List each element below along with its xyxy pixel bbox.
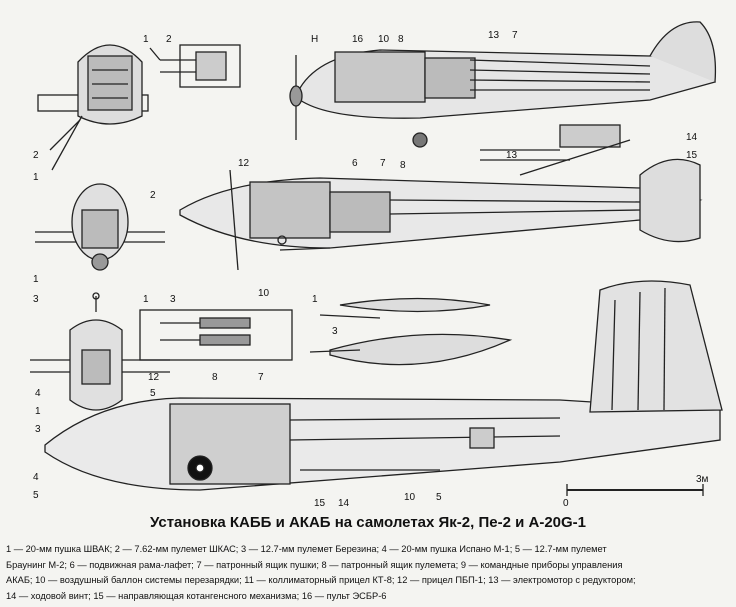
callout: 8 xyxy=(400,160,406,171)
callout: 3 xyxy=(332,326,338,337)
callout: 3 xyxy=(170,294,176,305)
callout: 2 xyxy=(150,190,156,201)
gun-pods xyxy=(309,297,513,366)
gun-mount-inset xyxy=(149,44,241,88)
motor-screw-detail xyxy=(480,124,631,176)
callout: 14 xyxy=(686,132,698,143)
figure-title: Установка КАББ и АКАБ на самолетах Як-2,… xyxy=(149,514,587,531)
legend-line: 1 — 20-мм пушка ШВАК; 2 — 7.62-мм пулеме… xyxy=(6,544,607,554)
callout: 10 xyxy=(378,34,390,45)
callout: 5 xyxy=(33,490,39,501)
a20-side-view xyxy=(44,280,723,491)
callout: 15 xyxy=(314,498,326,509)
callout: 12 xyxy=(238,158,250,169)
callout: 1 xyxy=(33,274,39,285)
callout: 8 xyxy=(398,34,404,45)
yak-side-view xyxy=(289,21,717,148)
callout: 1 xyxy=(143,34,149,45)
callout: 13 xyxy=(506,150,518,161)
legend-line: 14 — ходовой винт; 15 — направляющая кот… xyxy=(6,590,387,601)
a20-front-view xyxy=(30,292,170,411)
callout: Н xyxy=(311,34,318,45)
callout: 1 xyxy=(33,172,39,183)
pe2-front-view xyxy=(35,183,165,271)
legend-line: АКАБ; 10 — воздушный баллон системы пере… xyxy=(6,575,636,585)
callout: 7 xyxy=(512,30,518,41)
scale-bar xyxy=(566,484,704,496)
callout: 8 xyxy=(212,372,218,383)
pe2-side-view xyxy=(179,158,703,271)
scale-zero-label: 0 xyxy=(563,498,569,509)
legend-line: Браунинг М-2; 6 — подвижная рама-лафет; … xyxy=(6,559,623,570)
callout: 7 xyxy=(258,372,264,383)
callout: 13 xyxy=(488,30,500,41)
callout: 7 xyxy=(380,158,386,169)
callout: 2 xyxy=(33,150,39,161)
callout: 4 xyxy=(33,472,39,483)
callout: 2 xyxy=(166,34,172,45)
pe2-gun-inset xyxy=(139,309,293,361)
callout-labels: 1 2 2 1 Н 16 10 8 13 7 6 7 8 14 15 13 2 … xyxy=(33,30,709,509)
callout: 6 xyxy=(352,158,358,169)
callout: 14 xyxy=(338,498,350,509)
scale-end-label: 3м xyxy=(696,474,709,485)
callout: 15 xyxy=(686,150,698,161)
callout: 1 xyxy=(35,406,41,417)
yak-front-view xyxy=(37,44,149,171)
callout: 5 xyxy=(150,388,156,399)
legend: 1 — 20-мм пушка ШВАК; 2 — 7.62-мм пулеме… xyxy=(6,542,730,604)
callout: 3 xyxy=(35,424,41,435)
callout: 12 xyxy=(148,372,160,383)
callout: 3 xyxy=(33,294,39,305)
callout: 10 xyxy=(258,288,270,299)
callout: 10 xyxy=(404,492,416,503)
callout: 4 xyxy=(35,388,41,399)
callout: 1 xyxy=(312,294,318,305)
callout: 16 xyxy=(352,34,364,45)
callout: 5 xyxy=(436,492,442,503)
callout: 1 xyxy=(143,294,149,305)
